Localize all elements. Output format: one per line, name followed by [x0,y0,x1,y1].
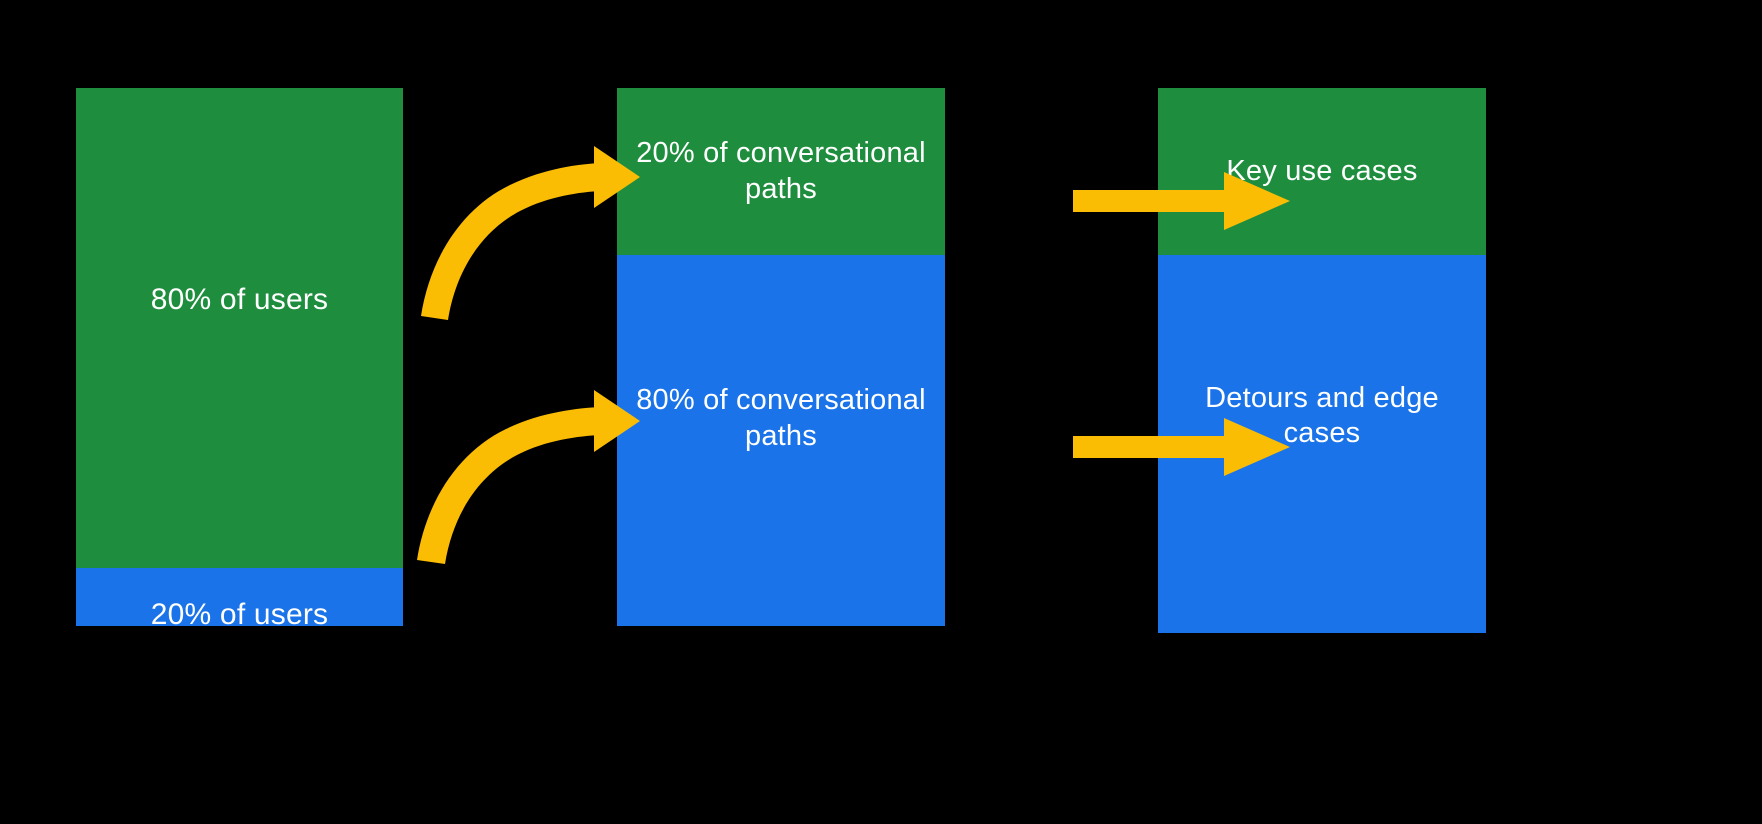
segment-key-use-cases: Key use cases [1158,88,1486,255]
segment-users-80: 80% of users [76,88,403,568]
segment-users-20-label: 20% of users [150,597,329,631]
segment-users-20: 20% of users [76,568,403,631]
curved-arrow-users-to-bottom-paths-icon [417,390,640,564]
segment-paths-80-label: 80% of conversational paths [636,384,926,452]
bar-users: 80% of users 20% of users [76,88,403,631]
segment-detours-edge-cases-label: Detours and edge cases [1205,381,1439,449]
bar-conversational-paths: 20% of conversational paths 80% of conve… [617,88,945,626]
segment-detours-edge-cases: Detours and edge cases [1158,255,1486,633]
curved-arrow-users-to-top-paths-icon [421,146,640,320]
segment-paths-20-label: 20% of conversational paths [636,137,926,205]
segment-users-80-label: 80% of users [150,282,329,316]
segment-paths-80: 80% of conversational paths [617,255,945,626]
segment-paths-20: 20% of conversational paths [617,88,945,255]
bar-outcomes: Key use cases Detours and edge cases [1158,88,1486,633]
segment-key-use-cases-label: Key use cases [1226,154,1418,187]
